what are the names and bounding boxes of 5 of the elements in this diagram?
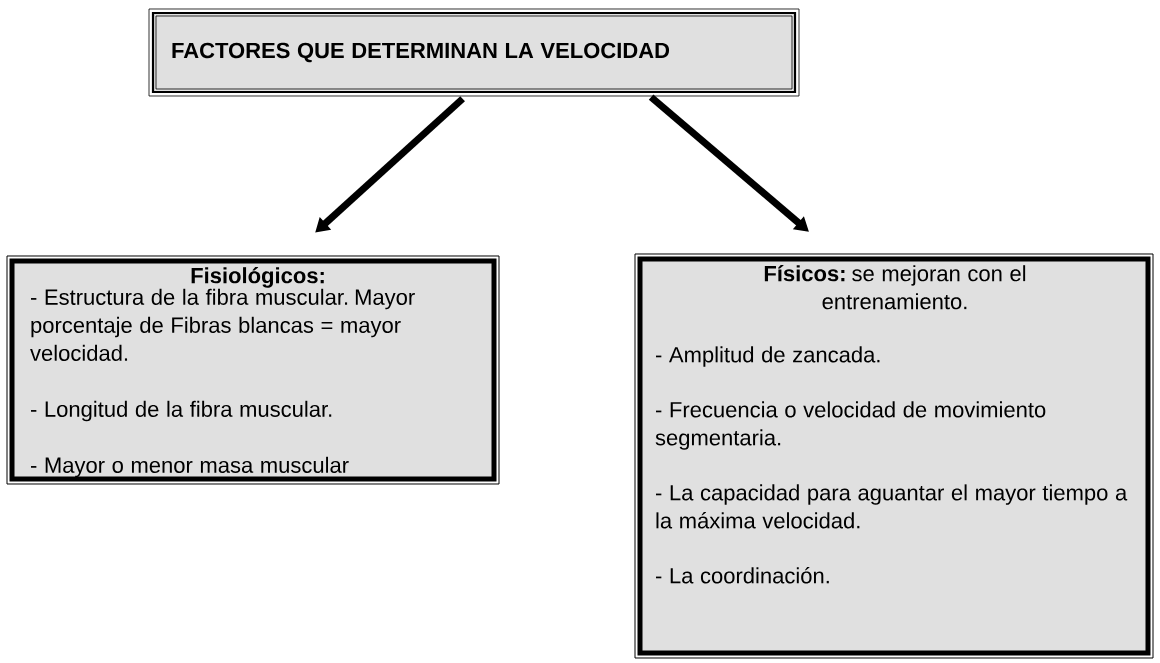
arrow bbox=[315, 96, 465, 233]
text-box: Fisiológicos: - Estructura de la fibra muscular. Mayor porcentaje de Fibras blancas = mayor velocidad. - Longitud de la fibra muscular. - Mayor o menor masa muscular bbox=[6, 255, 500, 485]
title-box: FACTORES QUE DETERMINAN LA VELOCIDAD bbox=[148, 8, 800, 97]
arrow bbox=[648, 94, 809, 232]
text-box: Físicos: se mejoran con el entrenamiento. - Amplitud de zancada. - Frecuencia o velocidad de movimiento segmentaria. - La capacidad para aguantar el mayor tiempo a la máxima velocidad. - La coordinación. bbox=[634, 253, 1154, 659]
